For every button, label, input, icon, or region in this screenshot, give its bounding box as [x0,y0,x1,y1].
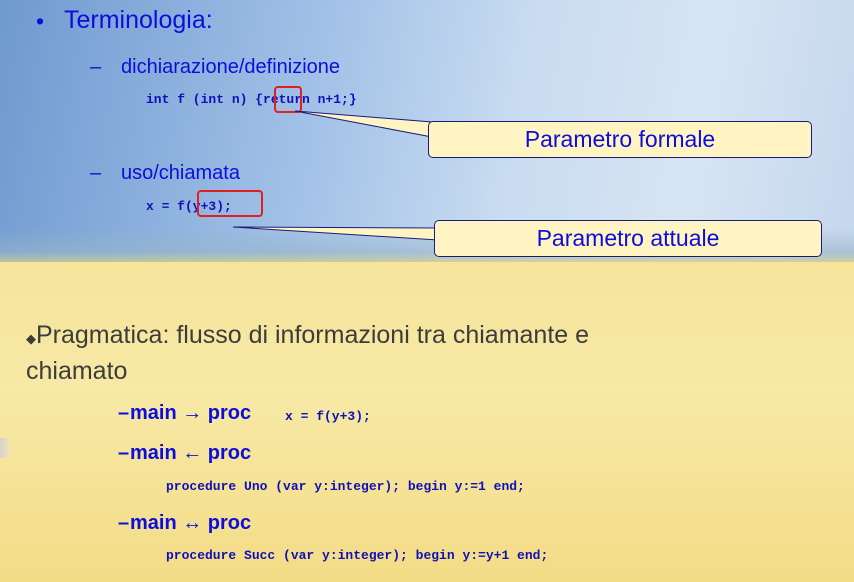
declaration-code: int f (int n) {return n+1;} [146,92,357,107]
formal-parameter-label: Parametro formale [524,126,716,152]
item1-dash: – [90,56,102,78]
row2-dash: – [118,442,130,464]
terminology-bullet: • [36,8,45,34]
row1-dash: – [118,402,130,424]
item2-label: uso/chiamata [121,162,240,184]
slide-bottom-panel [0,262,854,582]
formal-parameter-callout: Parametro formale [428,121,812,158]
row3-code: procedure Succ (var y:integer); begin y:… [166,548,549,563]
actual-parameter-callout: Parametro attuale [434,220,822,257]
terminology-title: Terminologia: [64,6,213,34]
call-code: x = f(y+3); [146,199,232,214]
pragmatics-line1: Pragmatica: flusso di informazioni tra c… [36,321,590,349]
actual-param-highlight [197,190,263,217]
slide-edge-marker [0,438,10,458]
row1-label: main → proc [130,402,252,424]
item1-label: dichiarazione/definizione [121,56,341,78]
row1-code: x = f(y+3); [285,409,371,424]
pragmatics-bullet: ◆ [26,331,36,346]
formal-param-highlight [274,86,302,113]
actual-parameter-label: Parametro attuale [536,225,720,251]
item2-dash: – [90,162,102,184]
pragmatics-line2: chiamato [26,357,128,385]
row3-label: main ↔ proc [130,512,252,534]
row2-label: main ← proc [130,442,252,464]
row3-dash: – [118,512,130,534]
row2-code: procedure Uno (var y:integer); begin y:=… [166,479,525,494]
